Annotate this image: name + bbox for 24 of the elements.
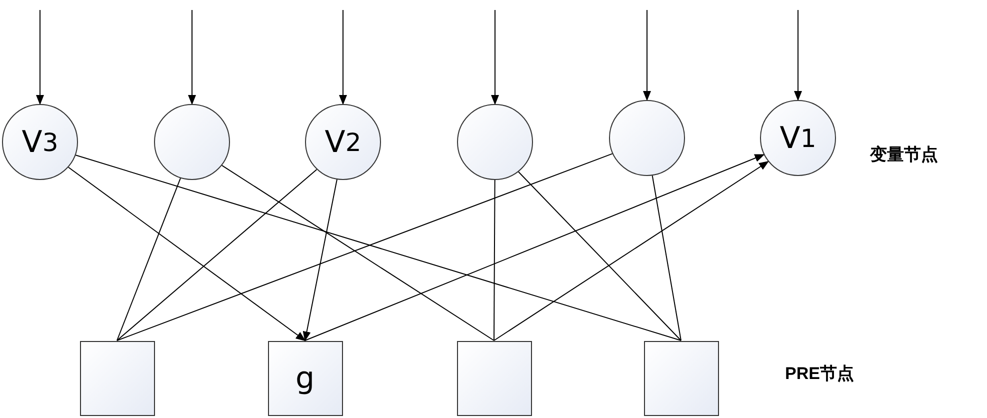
connector-line bbox=[494, 180, 496, 341]
arrow bbox=[304, 154, 765, 341]
arrow bbox=[794, 10, 802, 101]
connector-line bbox=[75, 154, 682, 341]
arrow bbox=[188, 10, 196, 105]
square-node bbox=[80, 340, 154, 416]
square-node bbox=[644, 340, 718, 416]
side-label: PRE节点 bbox=[785, 363, 854, 385]
arrow bbox=[494, 161, 769, 341]
side-label: 变量节点 bbox=[870, 144, 938, 166]
connector-line bbox=[116, 178, 181, 341]
arrow bbox=[302, 179, 338, 342]
square-node bbox=[456, 340, 532, 416]
connector-line bbox=[652, 175, 682, 341]
square-node: g bbox=[268, 340, 342, 416]
arrow bbox=[339, 10, 347, 105]
connector-line bbox=[116, 168, 318, 341]
connector-line bbox=[221, 164, 494, 341]
arrow bbox=[643, 10, 651, 101]
connector-line bbox=[116, 153, 613, 341]
arrow bbox=[491, 10, 499, 105]
arrow bbox=[36, 10, 44, 105]
connector-line bbox=[518, 171, 682, 341]
arrow bbox=[68, 166, 306, 342]
